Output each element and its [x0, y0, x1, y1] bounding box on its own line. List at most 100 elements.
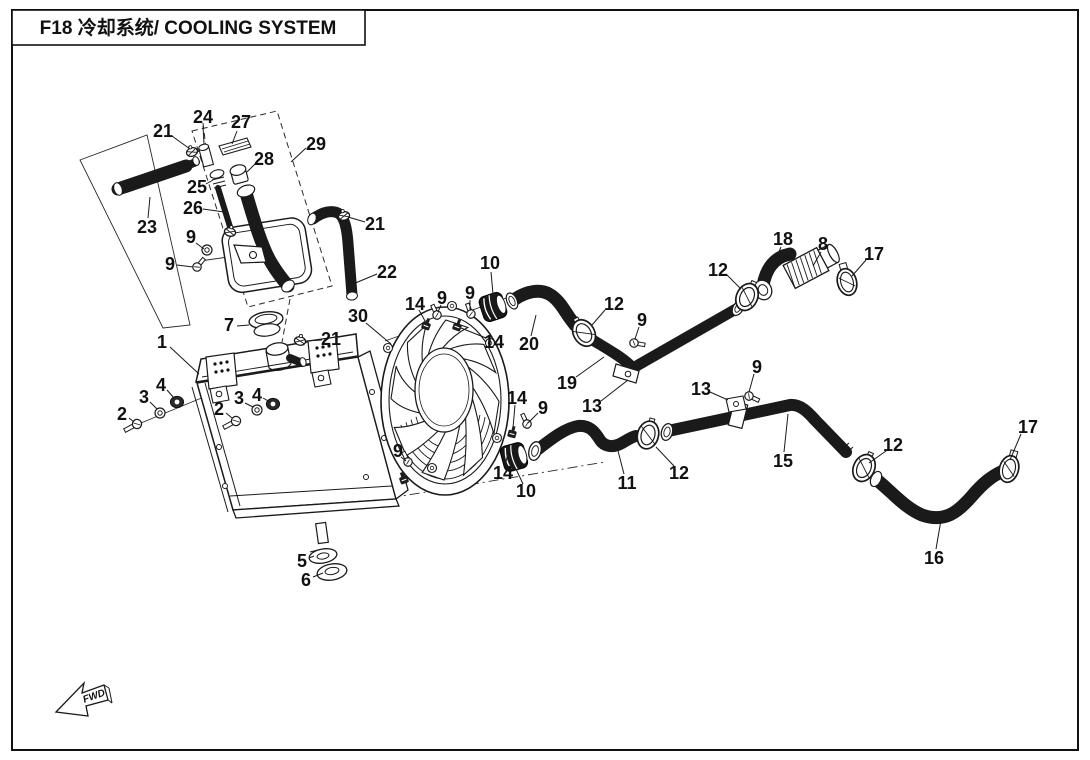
part-label-20: 20	[519, 334, 539, 354]
part-leader-line	[709, 391, 729, 401]
pipe-bracket-13-lower	[725, 395, 749, 430]
part-leader-line	[128, 417, 135, 423]
hoses-and-pipes	[307, 206, 1012, 525]
vent-hose	[111, 156, 200, 196]
part-label-6: 6	[301, 570, 311, 590]
part-label-21: 21	[365, 214, 385, 234]
part-leader-line	[231, 130, 238, 145]
part-label-14: 14	[484, 332, 504, 352]
part-label-9: 9	[752, 357, 762, 377]
upper-hose-20	[505, 284, 582, 332]
part-leader-line	[437, 304, 442, 313]
part-leader-line	[352, 273, 378, 285]
drain-plug-6	[316, 563, 348, 581]
part-label-15: 15	[773, 451, 793, 471]
part-leader-line	[195, 242, 205, 250]
radiator-bracket-left	[205, 352, 238, 404]
part-label-21: 21	[321, 329, 341, 349]
part-label-25: 25	[187, 177, 207, 197]
part-leader-line	[490, 271, 494, 295]
part-leader-line	[147, 196, 151, 219]
drain-parts	[308, 521, 348, 581]
fan-mount-ears	[382, 300, 503, 474]
part-leader-line	[262, 397, 271, 403]
part-label-10: 10	[480, 253, 500, 273]
part-leader-line	[308, 555, 315, 559]
part-leader-line	[868, 450, 887, 464]
part-label-9: 9	[637, 310, 647, 330]
reference-link	[281, 298, 291, 343]
part-leader-line	[418, 309, 426, 322]
page-title: F18 冷却系统/ COOLING SYSTEM	[40, 16, 337, 39]
part-leader-line	[512, 404, 516, 429]
pipe-bracket-13	[612, 363, 640, 384]
part-leader-line	[460, 327, 487, 339]
part-leader-line	[246, 163, 256, 173]
part-label-9: 9	[165, 254, 175, 274]
part-label-28: 28	[254, 149, 274, 169]
filler-tube	[236, 184, 295, 293]
part-label-4: 4	[156, 375, 166, 395]
part-label-9: 9	[465, 283, 475, 303]
part-leader-line	[812, 251, 822, 267]
part-label-18: 18	[773, 229, 793, 249]
part-label-10: 10	[516, 481, 536, 501]
part-leader-line	[530, 314, 537, 337]
part-label-13: 13	[582, 396, 602, 416]
fan-blade	[393, 420, 439, 457]
page-border	[11, 9, 1079, 751]
part-leader-line	[616, 446, 625, 475]
cap-28	[229, 164, 249, 185]
part-leader-line	[169, 346, 200, 375]
part-leader-line	[1009, 433, 1022, 461]
fan-blade	[462, 396, 484, 477]
part-label-22: 22	[377, 262, 397, 282]
part-leader-line	[149, 401, 158, 410]
part-leader-line	[290, 147, 307, 163]
radiator-bracket-right	[307, 336, 340, 388]
drain-washer-5	[308, 548, 338, 564]
fan-blade	[448, 343, 497, 375]
part-leader-line	[171, 135, 191, 150]
explode-axis-lower	[389, 461, 606, 499]
part-label-14: 14	[405, 294, 425, 314]
part-label-3: 3	[234, 388, 244, 408]
fwd-arrow	[54, 680, 109, 717]
part-label-9: 9	[393, 441, 403, 461]
part-leader-line	[600, 379, 629, 402]
part-label-13: 13	[691, 379, 711, 399]
part-leader-line	[748, 373, 755, 393]
part-label-4: 4	[252, 385, 262, 405]
part-label-7: 7	[224, 315, 234, 335]
part-label-9: 9	[538, 398, 548, 418]
part-leader-line	[202, 208, 225, 213]
part-leader-line	[634, 326, 640, 340]
lower-hose-11	[528, 419, 642, 461]
washer-3	[251, 404, 263, 416]
part-label-5: 5	[297, 551, 307, 571]
strip-27	[218, 137, 252, 156]
part-label-16: 16	[924, 548, 944, 568]
part-leader-line	[400, 456, 407, 462]
part-label-1: 1	[157, 332, 167, 352]
part-leader-line	[225, 412, 233, 419]
part-label-26: 26	[183, 198, 203, 218]
part-leader-line	[176, 264, 194, 268]
filler-neck	[265, 342, 307, 371]
title-box	[11, 9, 366, 46]
part-leader-line	[205, 179, 214, 185]
part-label-12: 12	[604, 294, 624, 314]
part-label-12: 12	[669, 463, 689, 483]
part-label-17: 17	[864, 244, 884, 264]
part-leader-line	[527, 412, 539, 424]
part-leader-line	[783, 413, 789, 453]
part-leader-line	[591, 309, 606, 326]
part-label-17: 17	[1018, 417, 1038, 437]
radiator-cap	[248, 311, 284, 337]
part-label-12: 12	[883, 435, 903, 455]
part-leader-line	[655, 446, 675, 467]
part-leader-line	[851, 259, 867, 277]
